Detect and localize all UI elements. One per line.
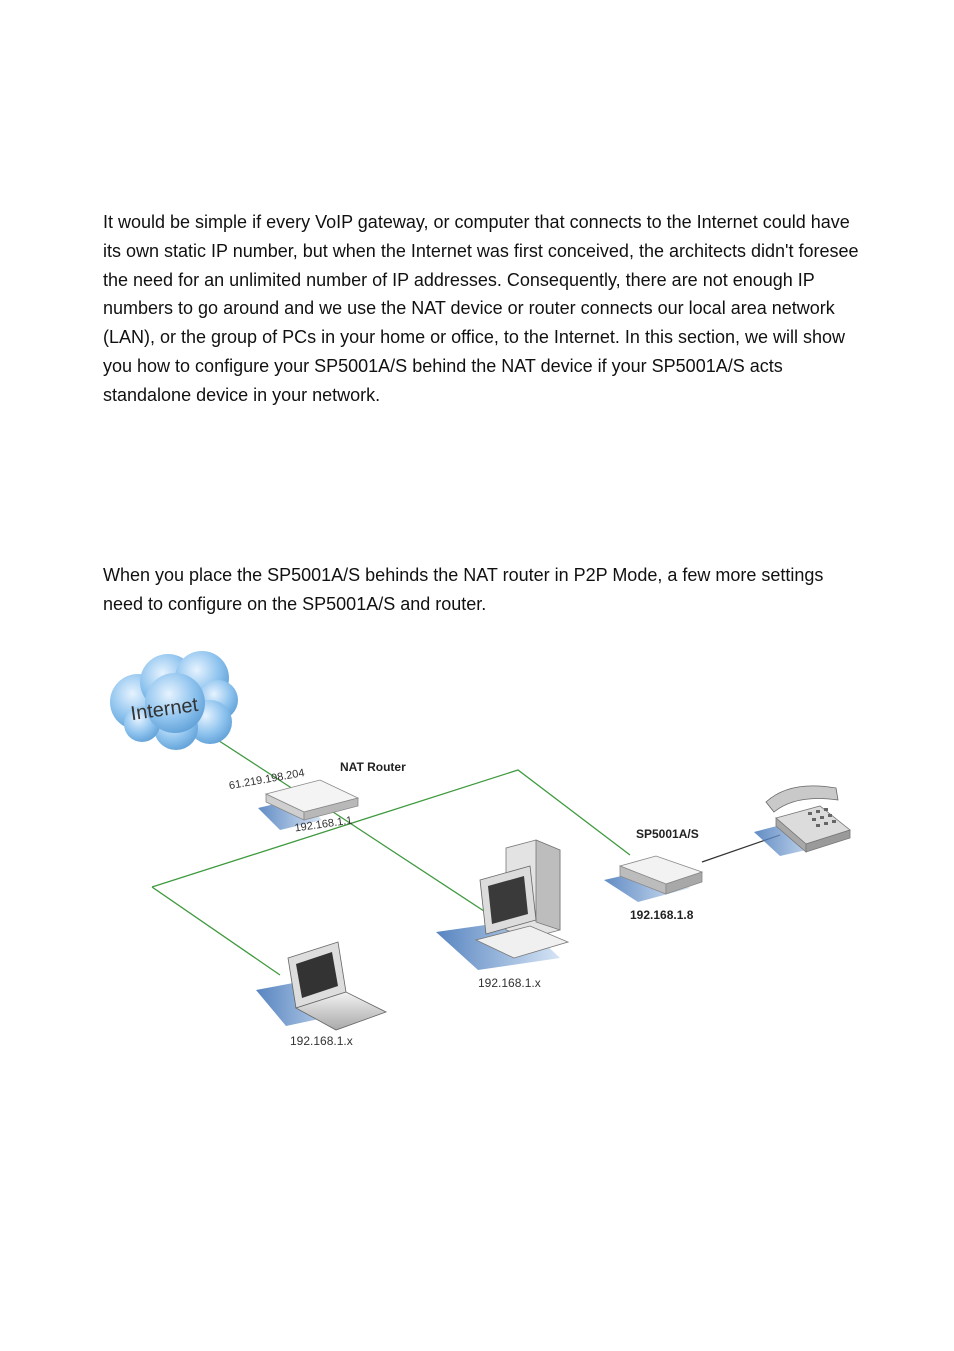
intro-paragraph: It would be simple if every VoIP gateway… bbox=[103, 212, 859, 405]
p2p-paragraph: When you place the SP5001A/S behinds the… bbox=[103, 565, 824, 614]
router-icon bbox=[258, 779, 360, 830]
router-name-label: NAT Router bbox=[340, 760, 406, 774]
router-desktop-line bbox=[329, 809, 491, 916]
internet-cloud-icon bbox=[110, 651, 238, 750]
desktop-ip-label: 192.168.1.x bbox=[478, 976, 541, 990]
network-diagram: Internet 61.219.198.204 NAT Router 192.1… bbox=[110, 651, 851, 1048]
laptop-icon bbox=[256, 941, 388, 1031]
telephone-icon bbox=[754, 785, 851, 856]
voip-gateway-icon bbox=[604, 855, 704, 902]
lan-laptop-line bbox=[151, 886, 281, 976]
gateway-ip-label: 192.168.1.8 bbox=[630, 908, 694, 922]
desktop-computer-icon bbox=[436, 839, 570, 970]
gateway-name-label: SP5001A/S bbox=[636, 827, 699, 841]
lan-backbone-line bbox=[151, 769, 631, 888]
laptop-ip-label: 192.168.1.x bbox=[290, 1034, 353, 1048]
